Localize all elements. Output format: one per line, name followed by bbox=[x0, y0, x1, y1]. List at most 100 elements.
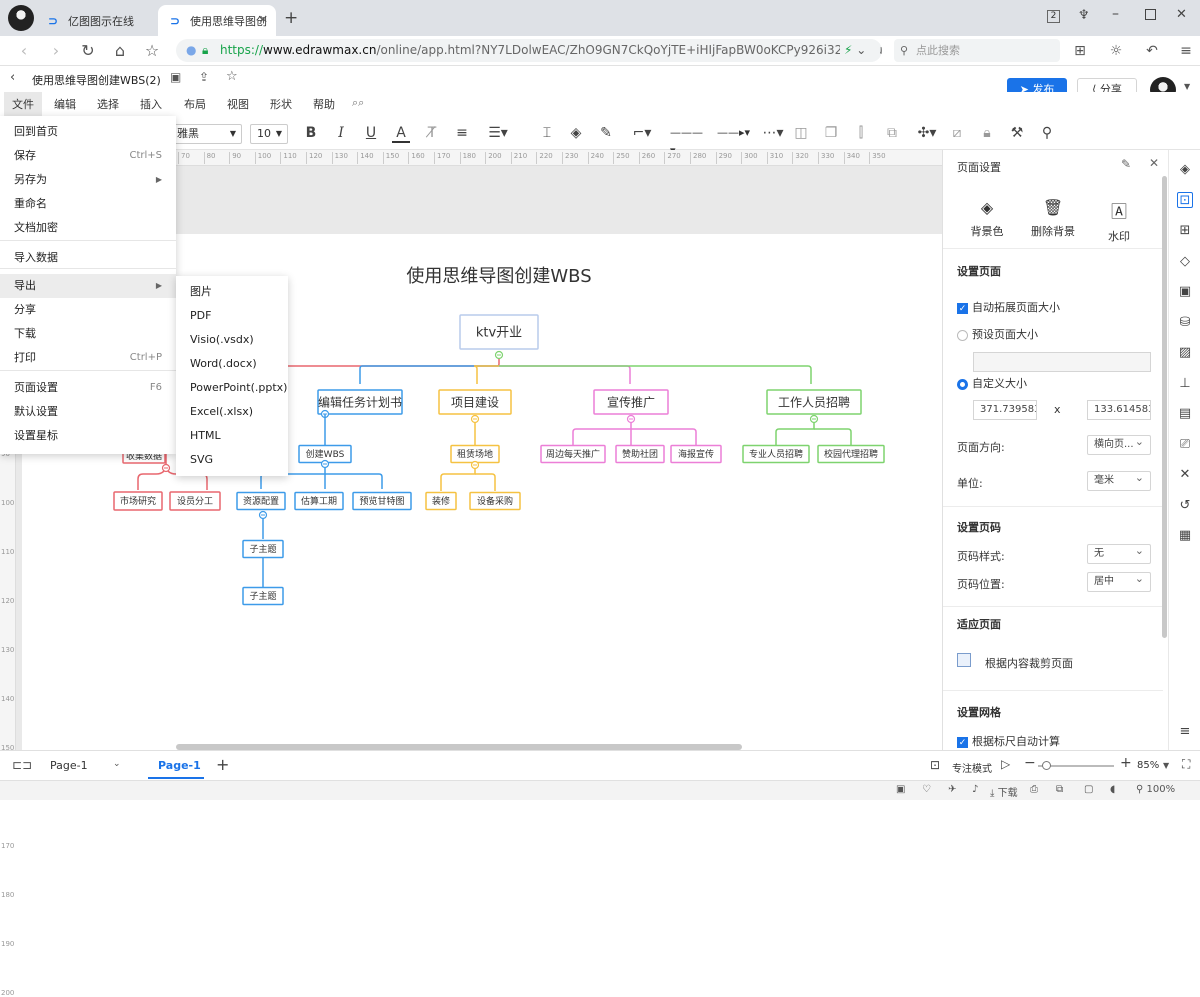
node-create-wbs-label[interactable]: 创建WBS bbox=[306, 448, 345, 460]
menu-file[interactable]: 文件 bbox=[12, 98, 34, 111]
image-icon[interactable]: ▨ bbox=[1178, 345, 1192, 360]
node-promo-daily-label[interactable]: 周边每天推广 bbox=[546, 448, 600, 460]
connector-icon[interactable]: ⌐▾ bbox=[632, 125, 652, 141]
document-title[interactable]: 使用思维导图创建WBS(2) bbox=[32, 74, 161, 87]
file-menu-item[interactable]: 文档加密 bbox=[0, 216, 176, 240]
brightness-icon[interactable]: ☼ bbox=[1109, 43, 1123, 59]
zoom-slider[interactable] bbox=[1038, 761, 1114, 770]
crop-to-content-button[interactable]: 根据内容裁剪页面 bbox=[985, 657, 1073, 670]
format-icon[interactable]: ⎚ bbox=[1179, 437, 1191, 452]
file-menu-item[interactable]: 设置星标 bbox=[0, 424, 176, 448]
export-menu-item[interactable]: Word(.docx) bbox=[190, 357, 257, 370]
download-link[interactable]: ⤓ 下载 bbox=[990, 788, 1018, 799]
auto-expand-checkbox[interactable]: ✓自动拓展页面大小 bbox=[957, 301, 1060, 314]
heart-icon[interactable]: ♡ bbox=[922, 784, 931, 795]
lightning-icon[interactable]: ⚡ ⌄ bbox=[840, 39, 880, 62]
table-icon[interactable]: ▤ bbox=[1178, 406, 1192, 421]
tab-count-badge[interactable]: 2 bbox=[1047, 10, 1060, 23]
underline-icon[interactable]: U bbox=[365, 125, 377, 141]
browser-tab-active-document[interactable]: ⊃ 使用思维导图创 ✕ bbox=[158, 5, 276, 36]
node-estimate-duration-label[interactable]: 估算工期 bbox=[301, 495, 337, 507]
shirt-icon[interactable]: ♆ bbox=[1078, 8, 1090, 23]
export-menu-item[interactable]: 图片 bbox=[190, 285, 212, 298]
star-icon[interactable]: ☆ bbox=[226, 69, 238, 84]
node-subtopic[interactable] bbox=[242, 586, 284, 606]
export-menu-item[interactable]: SVG bbox=[190, 453, 214, 466]
panel-scrollbar[interactable] bbox=[1162, 176, 1167, 638]
orientation-select[interactable]: 横向页... bbox=[1087, 433, 1151, 455]
export-menu-item[interactable]: HTML bbox=[190, 429, 221, 442]
node-resource-allocation[interactable] bbox=[236, 491, 286, 511]
background-color-button[interactable]: ◈背景色 bbox=[957, 198, 1017, 239]
profile-avatar[interactable] bbox=[8, 5, 34, 31]
export-menu-item[interactable]: Visio(.vsdx) bbox=[190, 333, 254, 346]
node-rent-venue-label[interactable]: 租赁场地 bbox=[457, 448, 493, 460]
focus-mode-icon[interactable]: ⊡ bbox=[930, 758, 941, 772]
zoom-level[interactable]: 85% bbox=[1137, 760, 1160, 771]
node-poster-label[interactable]: 海报宣传 bbox=[678, 448, 714, 460]
node-root-label[interactable]: ktv开业 bbox=[476, 326, 522, 341]
add-page-icon[interactable]: + bbox=[216, 755, 230, 774]
file-menu-item[interactable]: 回到首页 bbox=[0, 120, 176, 144]
node-sponsor-club-label[interactable]: 赞助社团 bbox=[622, 448, 658, 460]
binoculars-icon[interactable]: ⌕⌕ bbox=[352, 96, 365, 109]
file-menu-item[interactable]: 重命名 bbox=[0, 192, 176, 216]
page-select[interactable]: Page-1 bbox=[50, 759, 88, 772]
org-chart-icon[interactable]: ⊥ bbox=[1179, 376, 1191, 391]
menu-layout[interactable]: 布局 bbox=[184, 98, 206, 111]
node-pro-hiring-label[interactable]: 专业人员招聘 bbox=[749, 448, 803, 460]
italic-icon[interactable]: I bbox=[338, 125, 344, 141]
history-icon[interactable]: ↺ bbox=[1179, 498, 1191, 513]
forward-icon[interactable]: › bbox=[52, 41, 60, 60]
node-branch-hiring[interactable] bbox=[766, 389, 862, 415]
fullscreen-icon[interactable]: ⛶ bbox=[1182, 757, 1191, 771]
preset-size-radio[interactable]: 预设页面大小 bbox=[957, 326, 1038, 342]
node-equipment-purchase[interactable] bbox=[469, 491, 521, 511]
horizontal-scrollbar[interactable] bbox=[176, 744, 742, 750]
fill-icon[interactable]: ◈ bbox=[570, 125, 582, 141]
browser-menu-icon[interactable]: ≡ bbox=[1180, 43, 1192, 59]
layers-icon[interactable]: ◇ bbox=[1180, 254, 1190, 269]
node-sponsor-club[interactable] bbox=[615, 444, 665, 464]
node-branch-construction-label[interactable]: 项目建设 bbox=[451, 395, 499, 409]
page-number-style-select[interactable]: 无 bbox=[1087, 542, 1151, 564]
minimize-icon[interactable]: – bbox=[1112, 6, 1119, 22]
font-family-select[interactable]: 雅黑▼ bbox=[170, 124, 242, 144]
volume-icon[interactable]: ♪ bbox=[972, 784, 979, 795]
menu-help[interactable]: 帮助 bbox=[313, 98, 335, 111]
chevron-down-icon[interactable]: ▼ bbox=[1184, 82, 1191, 91]
node-branch-construction[interactable] bbox=[438, 389, 512, 415]
page-tab-active[interactable]: Page-1 bbox=[148, 751, 204, 779]
font-size-select[interactable]: 10▼ bbox=[250, 124, 288, 144]
node-renovation[interactable] bbox=[425, 491, 457, 511]
arrow-style-select[interactable]: ——▸▾ bbox=[717, 126, 751, 139]
file-menu-item[interactable]: 另存为▶ bbox=[0, 168, 176, 192]
node-staff-division[interactable] bbox=[169, 491, 221, 511]
file-menu-item[interactable]: 导入数据 bbox=[0, 246, 176, 270]
align-icon[interactable]: ≡ bbox=[456, 125, 468, 141]
node-pro-hiring[interactable] bbox=[742, 444, 810, 464]
export-menu-item[interactable]: PDF bbox=[190, 309, 212, 322]
line-weight-icon[interactable]: ⋯▾ bbox=[762, 125, 784, 141]
screenshot-icon[interactable]: ▣ bbox=[896, 784, 906, 795]
align-left-icon[interactable]: ⫿ bbox=[858, 125, 864, 141]
bookmark-star-icon[interactable]: ☆ bbox=[144, 41, 160, 60]
menu-shape[interactable]: 形状 bbox=[270, 98, 292, 111]
node-promo-daily[interactable] bbox=[540, 444, 606, 464]
grid-auto-checkbox[interactable]: ✓根据标尺自动计算 bbox=[957, 735, 1060, 748]
shuffle-icon[interactable]: ✕ bbox=[1179, 467, 1191, 482]
export-icon[interactable]: ⇪ bbox=[199, 70, 210, 84]
reload-icon[interactable]: ↻ bbox=[81, 41, 95, 60]
back-icon[interactable]: ‹ bbox=[20, 41, 28, 60]
file-menu-item[interactable]: 导出▶ bbox=[0, 274, 176, 298]
file-menu-item[interactable]: 分享 bbox=[0, 298, 176, 322]
distribute-icon[interactable]: ✣▾ bbox=[917, 125, 937, 141]
undo-history-icon[interactable]: ↶ bbox=[1146, 43, 1158, 59]
home-icon[interactable]: ⌂ bbox=[114, 41, 126, 60]
pin-icon[interactable]: ✎ bbox=[1121, 157, 1132, 171]
unit-select[interactable]: 毫米 bbox=[1087, 469, 1151, 491]
browser-tab-edraw-home[interactable]: ⊃ 亿图图示在线 bbox=[36, 5, 154, 36]
grid-apps-icon[interactable]: ⊞ bbox=[1074, 43, 1086, 59]
